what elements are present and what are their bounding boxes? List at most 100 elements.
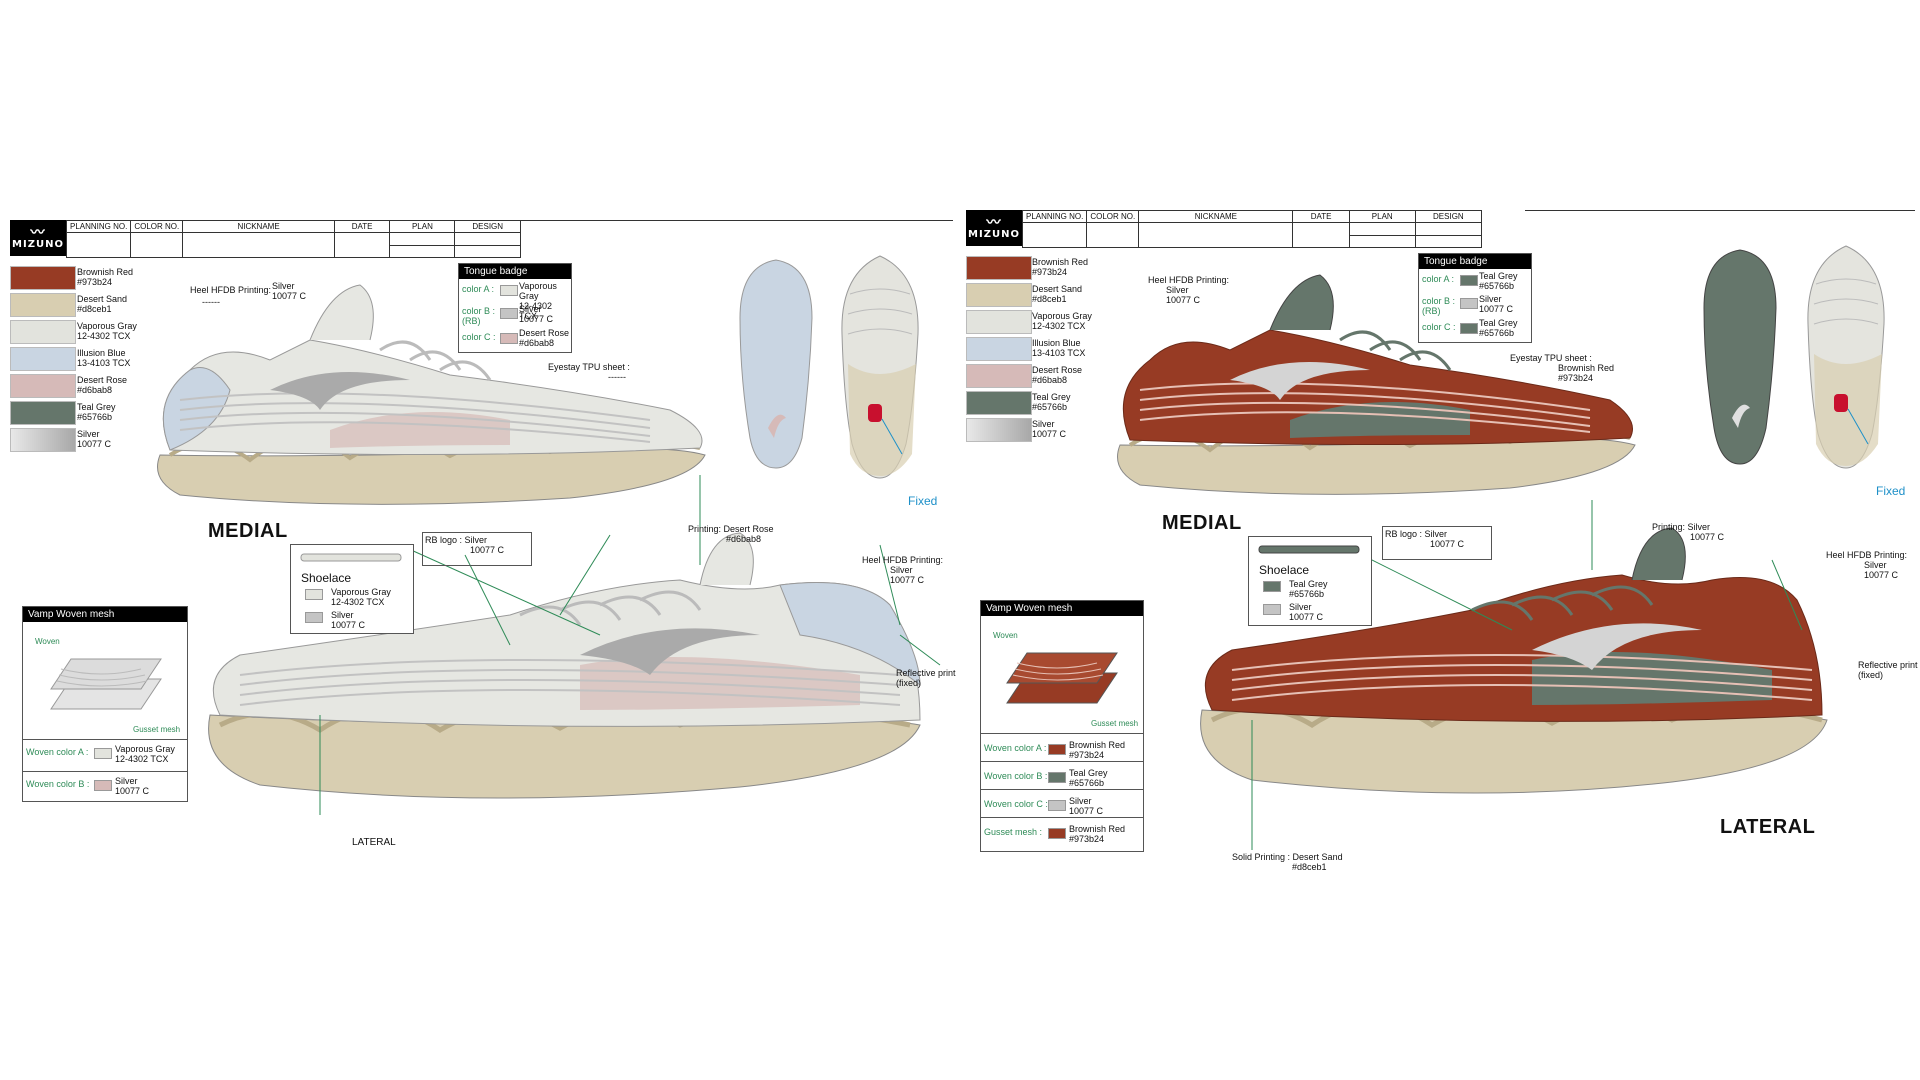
cell xyxy=(1348,234,1416,248)
eyestay-label: Eyestay TPU sheet :------ xyxy=(548,362,630,382)
woven-chip-b xyxy=(91,780,115,792)
gusset-label: Gusset mesh xyxy=(133,725,181,734)
col-design: DESIGN xyxy=(454,220,521,233)
brand-logo: 〰 MIZUNO xyxy=(10,220,66,256)
woven-value-b: Teal Grey#65766b xyxy=(1069,768,1108,788)
laces xyxy=(1339,330,1452,371)
mesh-layers-icon xyxy=(1006,652,1118,704)
swatch-label: Teal Grey#65766b xyxy=(1032,392,1071,412)
tongue-chip-a xyxy=(497,285,521,297)
woven-color-b: Woven color B : xyxy=(26,779,90,789)
gusset-chip xyxy=(1045,828,1069,840)
col-planning-no: PLANNING NO. xyxy=(1021,210,1088,223)
medial-title: MEDIAL xyxy=(1162,512,1242,534)
header-rule xyxy=(521,220,953,221)
tongue-badge-box: Tongue badge color A : Teal Grey#65766b … xyxy=(1418,253,1532,343)
medial-shoe-drawing xyxy=(157,284,706,505)
fixed-label: Fixed xyxy=(908,494,938,508)
woven-chip-b xyxy=(1045,772,1069,784)
insole-drawing xyxy=(739,259,813,469)
swatch-desert-sand xyxy=(10,293,76,317)
woven-color-c: Woven color C : xyxy=(984,799,1048,809)
tongue-value-a: Teal Grey#65766b xyxy=(1479,271,1518,291)
swatch-vaporous-gray xyxy=(10,320,76,344)
tongue-value-c: Teal Grey#65766b xyxy=(1479,318,1518,338)
cell xyxy=(454,232,521,246)
swatch-vaporous-gray xyxy=(966,310,1032,334)
header-rule xyxy=(1525,210,1915,211)
woven-chip-a xyxy=(1045,744,1069,756)
heel-print-label: Heel HFDB Printing: Silver 10077 C -----… xyxy=(190,281,307,307)
outsole-drawing xyxy=(1807,245,1885,469)
spec-sheet-right: 〰 MIZUNO PLANNING NO. COLOR NO. NICKNAME… xyxy=(962,0,1920,1080)
laces xyxy=(379,340,492,381)
lateral-title-left: LATERAL xyxy=(352,837,396,848)
col-date: DATE xyxy=(1292,210,1350,223)
cell xyxy=(130,232,184,258)
woven-color-a: Woven color A : xyxy=(26,747,89,757)
insole-drawing xyxy=(1703,249,1777,465)
heel-print-label: Heel HFDB Printing: Silver 10077 C xyxy=(1148,275,1230,305)
solid-print-label: Solid Printing : Desert Sand#d8ceb1 xyxy=(1232,852,1343,872)
vamp-title: Vamp Woven mesh xyxy=(23,607,187,622)
spec-sheet-left: 〰 MIZUNO PLANNING NO. COLOR NO. NICKNAME… xyxy=(10,220,956,848)
swatch-brownish-red xyxy=(10,266,76,290)
woven-chip-a xyxy=(91,748,115,760)
tongue-chip-c xyxy=(497,333,521,345)
collar xyxy=(309,284,374,341)
tongue-chip-b xyxy=(1457,298,1481,310)
cell xyxy=(1348,222,1416,236)
woven-label: Woven xyxy=(35,637,60,646)
swatch-illusion-blue xyxy=(966,337,1032,361)
fixed-label: Fixed xyxy=(1876,484,1906,498)
medial-title: MEDIAL xyxy=(208,520,288,542)
gusset-mesh-row: Gusset mesh : xyxy=(984,827,1043,837)
swatch-desert-rose xyxy=(10,374,76,398)
swatch-teal-grey xyxy=(966,391,1032,415)
swatch-label: Desert Sand#d8ceb1 xyxy=(1032,284,1083,304)
collar xyxy=(1269,274,1334,331)
teal-panel xyxy=(1290,402,1470,438)
outsole-drawing xyxy=(841,255,919,479)
woven-chip-c xyxy=(1045,800,1069,812)
tongue-color-b: color B :(RB) xyxy=(1422,296,1456,316)
eyestay-label: Eyestay TPU sheet :Brownish Red#973b24 xyxy=(1510,353,1615,383)
col-date: DATE xyxy=(333,220,391,233)
swatch-label: Teal Grey#65766b xyxy=(77,402,116,422)
swatch-illusion-blue xyxy=(10,347,76,371)
shoelace-icon xyxy=(300,553,402,562)
runbird-logo xyxy=(1532,623,1702,670)
vamp-mesh-box: Vamp Woven mesh Woven Gusset mesh Woven … xyxy=(22,606,188,802)
rose-panel xyxy=(330,412,510,448)
lateral-shoe-drawing xyxy=(208,475,941,815)
tongue-badge-title: Tongue badge xyxy=(459,264,571,279)
cell xyxy=(389,244,456,258)
cell xyxy=(1292,222,1350,248)
col-planning-no: PLANNING NO. xyxy=(65,220,132,233)
runbird-icon: 〰 xyxy=(30,224,46,241)
shoelace-value-1: Teal Grey#65766b xyxy=(1289,579,1328,599)
col-design: DESIGN xyxy=(1414,210,1483,223)
col-nickname: NICKNAME xyxy=(1138,210,1294,223)
swatch-label: Brownish Red#973b24 xyxy=(77,267,134,287)
stripe-lines xyxy=(179,392,651,443)
cell xyxy=(333,232,391,258)
tongue-color-b: color B :(RB) xyxy=(462,306,496,326)
runbird-logo xyxy=(1230,362,1370,400)
col-color-no: COLOR NO. xyxy=(1086,210,1140,223)
medial-shoe-drawing xyxy=(1117,274,1636,495)
midsole xyxy=(1117,437,1636,495)
woven-value-a: Brownish Red#973b24 xyxy=(1069,740,1126,760)
stripe-lines xyxy=(1139,382,1591,433)
